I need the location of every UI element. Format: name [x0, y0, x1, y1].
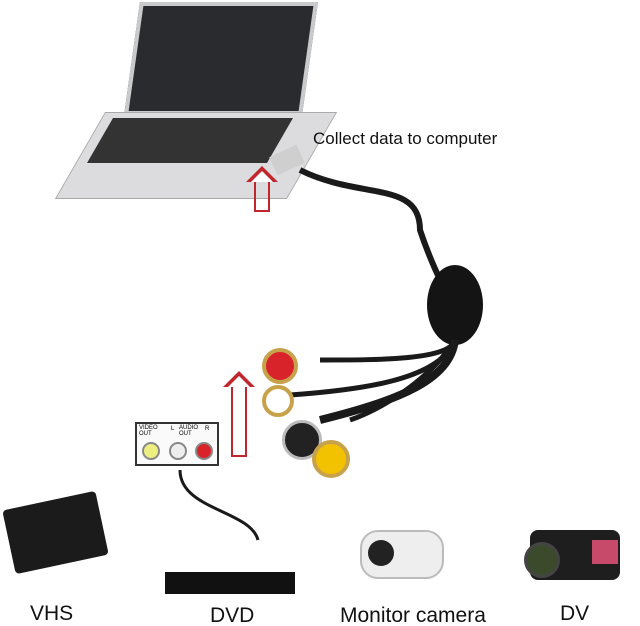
dvd-player-image	[165, 572, 295, 594]
camcorder-image	[524, 530, 620, 580]
caption: Collect data to computer	[313, 129, 498, 148]
security-camera-image	[360, 530, 444, 579]
dv-label: DV	[560, 602, 590, 625]
monitor-camera-label: Monitor camera	[340, 604, 486, 626]
right-label: R	[205, 426, 210, 432]
rca-yellow-plug	[312, 440, 350, 478]
av-output-panel: VIDEO OUT L AUDIO OUT R	[135, 422, 219, 466]
vhs-label: VHS	[30, 602, 74, 625]
rca-white-plug	[262, 385, 294, 417]
rca-red-plug	[262, 348, 298, 384]
video-out-label: VIDEO OUT	[139, 425, 158, 437]
left-label: L	[171, 426, 175, 432]
audio-out-label: AUDIO OUT	[179, 425, 199, 437]
arrow-up-icon	[246, 166, 278, 212]
dvd-label: DVD	[210, 604, 255, 626]
arrow-up-icon	[223, 371, 255, 457]
